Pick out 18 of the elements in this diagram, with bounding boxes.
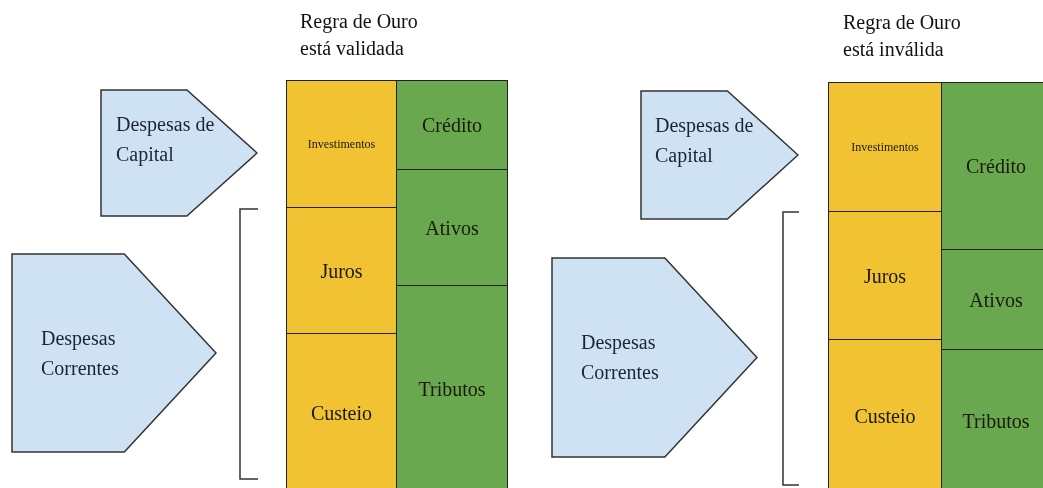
table-cell: Investimentos [828, 82, 942, 212]
shape-label: Despesas Correntes [581, 330, 660, 385]
table-cell: Ativos [396, 169, 508, 286]
table-cell: Investimentos [286, 80, 397, 208]
heading: Regra de Ouro está validada [300, 9, 419, 61]
shape-label: Despesas Correntes [41, 326, 120, 381]
table-cell: Juros [286, 207, 397, 334]
table-cell: Custeio [828, 339, 942, 488]
table-cell: Crédito [396, 80, 508, 170]
table-cell: Juros [828, 211, 942, 340]
heading: Regra de Ouro está inválida [843, 10, 962, 62]
table-cell: Ativos [941, 249, 1043, 350]
shape-label: Despesas de Capital [655, 113, 755, 169]
shape-label: Despesas de Capital [116, 112, 216, 168]
table-cell: Crédito [941, 82, 1043, 250]
table-cell: Custeio [286, 333, 397, 488]
table-cell: Tributos [396, 285, 508, 488]
table-cell: Tributos [941, 349, 1043, 488]
